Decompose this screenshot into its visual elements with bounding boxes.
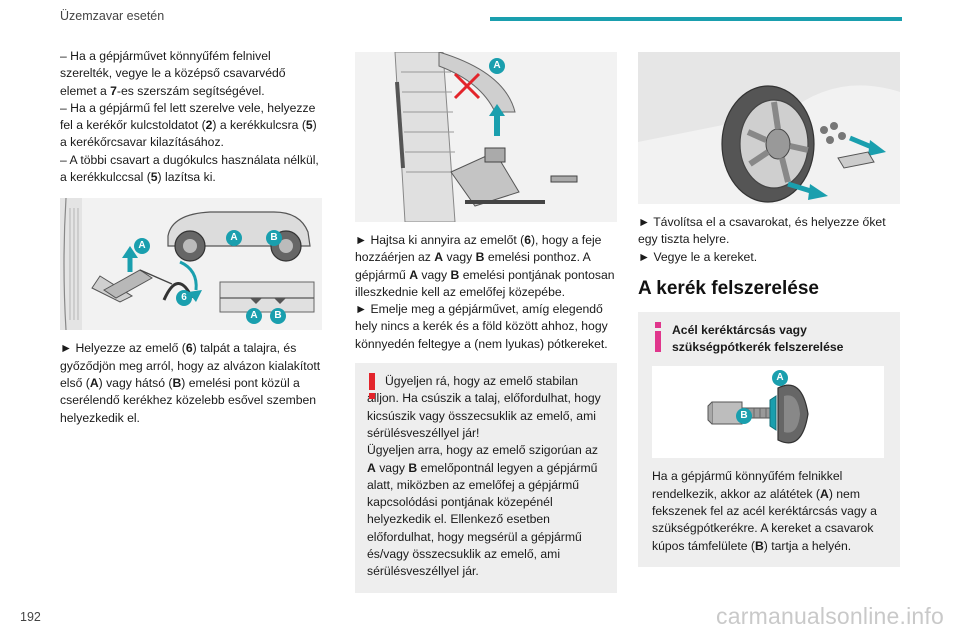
label-b-underbody: B <box>270 308 286 325</box>
label-b-car: B <box>266 230 282 247</box>
jack-raise-illustration <box>394 52 578 222</box>
header-title: Üzemzavar esetén <box>60 9 165 23</box>
figure-wheel-bolt: A B <box>652 366 884 459</box>
jack-placement-illustration <box>60 198 315 331</box>
label-a-underbody: A <box>246 308 262 325</box>
paragraph-raise-vehicle: ► Emelje meg a gépjárművet, amíg elegend… <box>355 302 608 351</box>
header-accent-bar <box>490 17 902 21</box>
remove-wheel-illustration <box>638 52 900 203</box>
paragraph-locking-bolt: – Ha a gépjármű fel lett szerelve vele, … <box>60 100 317 150</box>
paragraph-remove-wheel: ► Vegye le a kereket. <box>638 249 758 264</box>
paragraph-alloy-cover: – Ha a gépjárművet könnyűfém felnivel sz… <box>60 49 286 98</box>
figure-jack-raise: A <box>355 52 617 222</box>
label-6-jack: 6 <box>176 290 192 307</box>
section-title-wheel-mounting: A kerék felszerelése <box>638 277 819 299</box>
figure-jack-placement: A B A 6 A B <box>60 198 322 331</box>
column-left: – Ha a gépjárművet könnyűfém felnivel sz… <box>60 48 322 427</box>
paragraph-extend-jack: ► Hajtsa ki annyira az emelőt (6), hogy … <box>355 233 615 299</box>
watermark: carmanualsonline.info <box>716 603 944 629</box>
wheel-bolt-illustration <box>707 385 809 444</box>
column-middle: A ► Hajtsa ki annyira az emelőt (6), hog… <box>355 52 617 593</box>
figure-remove-wheel <box>638 52 900 204</box>
label-a-washer: A <box>772 370 788 387</box>
label-b-cone: B <box>736 408 752 425</box>
warning-box: Ügyeljen rá, hogy az emelő stabilan állj… <box>355 363 617 593</box>
warning-line1: Ügyeljen rá, hogy az emelő stabilan <box>385 374 579 389</box>
info-body: Ha a gépjármű könnyűfém felnikkel rendel… <box>652 469 877 553</box>
label-a-car: A <box>226 230 242 247</box>
paragraph-remove-bolts: ► Távolítsa el a csavarokat, és helyezze… <box>638 215 886 247</box>
info-box: Acél keréktárcsás vagy szükségpótkerék f… <box>638 311 900 567</box>
warning-exclamation-icon <box>369 373 375 400</box>
page-number: 192 <box>20 610 41 624</box>
paragraph-loosen-bolts: – A többi csavart a dugókulcs használata… <box>60 152 319 185</box>
info-title: Acél keréktárcsás vagy szükségpótkerék f… <box>672 322 844 355</box>
paragraph-place-jack: ► Helyezze az emelő (6) talpát a talajra… <box>60 341 321 425</box>
label-a-jack: A <box>134 238 150 255</box>
column-right: ► Távolítsa el a csavarokat, és helyezze… <box>638 52 900 567</box>
warning-para2: Ügyeljen arra, hogy az emelő szigorúan a… <box>367 443 599 579</box>
label-a-jack-head: A <box>489 58 505 74</box>
info-i-icon <box>655 321 661 352</box>
warning-line2: álljon. Ha csúszik a talaj, előfordulhat… <box>367 391 601 440</box>
